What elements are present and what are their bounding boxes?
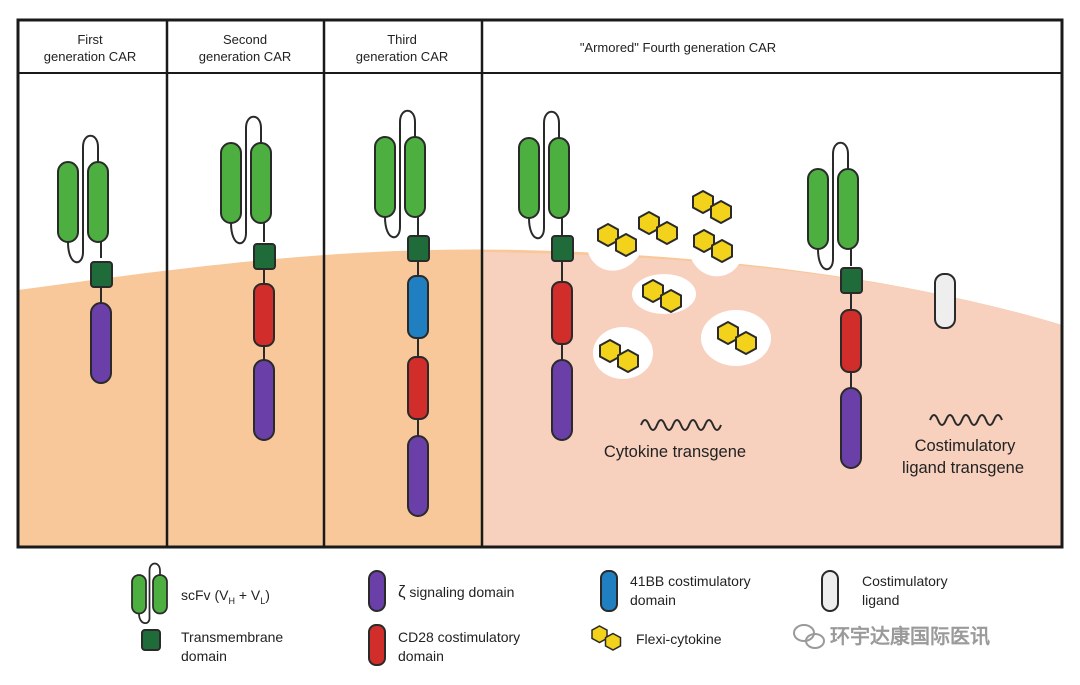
legend-zeta-label: ζ signaling domain: [398, 582, 514, 601]
legend-transmembrane: Transmembrane domain: [141, 629, 283, 664]
legend: scFv (VH + VL) Transmembrane domain ζ si…: [131, 562, 948, 666]
zeta-signaling-domain: [407, 435, 429, 517]
car-fourth-generation-cytokine: [518, 110, 574, 441]
legend-costimulatory-ligand: Costimulatory ligand: [821, 570, 948, 612]
costim-transgene-label-line1: Costimulatory: [915, 437, 1017, 455]
41bb-legend-icon: [600, 570, 618, 612]
flexi-cytokine-legend-icon: [592, 626, 621, 650]
legend-scfv: scFv (VH + VL): [131, 562, 270, 624]
cd28-legend-icon: [368, 624, 386, 666]
car-second-generation: [220, 115, 276, 441]
zeta-signaling-domain: [551, 359, 573, 441]
panel-frame: [16, 18, 1064, 549]
transmembrane-domain: [407, 235, 430, 262]
scfv-legend-icon: [131, 562, 168, 624]
watermark-text: 环宇达康国际医讯: [830, 624, 990, 648]
legend-transmembrane-line1: Transmembrane: [181, 629, 283, 645]
watermark: 环宇达康国际医讯: [793, 624, 990, 649]
transmembrane-legend-icon: [141, 629, 161, 651]
costim-transgene-label-line2: ligand transgene: [902, 459, 1024, 477]
wechat-icon: [793, 624, 825, 649]
legend-41bb-line2: domain: [630, 592, 676, 608]
legend-transmembrane-line2: domain: [181, 648, 227, 664]
panel-1-header-line1: First: [77, 32, 103, 47]
car-first-generation: [57, 134, 113, 384]
panel-1-header-line2: generation CAR: [44, 49, 137, 64]
legend-41bb-line1: 41BB costimulatory: [630, 573, 751, 589]
legend-costim-ligand-line2: ligand: [862, 592, 899, 608]
transmembrane-domain: [90, 261, 113, 288]
legend-scfv-label: scFv (VH + VL): [181, 587, 270, 606]
legend-flexi-label: Flexi-cytokine: [636, 631, 722, 647]
panel-3-header-line1: Third: [387, 32, 417, 47]
cytokine-transgene: Cytokine transgene: [604, 419, 746, 461]
transmembrane-domain: [840, 267, 863, 294]
cd28-costimulatory-domain: [840, 309, 862, 373]
legend-costim-ligand-line1: Costimulatory: [862, 573, 948, 589]
legend-cd28-line2: domain: [398, 648, 444, 664]
cd28-costimulatory-domain: [407, 356, 429, 420]
transmembrane-domain: [551, 235, 574, 262]
costimulatory-ligand-transgene: Costimulatory ligand transgene: [902, 414, 1024, 477]
cell-background: [18, 20, 1062, 547]
zeta-signaling-domain: [840, 387, 862, 469]
zeta-signaling-domain: [253, 359, 275, 441]
cd28-costimulatory-domain: [551, 281, 573, 345]
zeta-legend-icon: [368, 570, 386, 612]
costimulatory-ligand-legend-icon: [821, 570, 839, 612]
panel-4-header: "Armored" Fourth generation CAR: [580, 40, 776, 55]
legend-cd28-line1: CD28 costimulatory: [398, 629, 520, 645]
legend-cd28: CD28 costimulatory domain: [368, 624, 520, 666]
panel-3-header-line2: generation CAR: [356, 49, 449, 64]
panel-2-header-line1: Second: [223, 32, 267, 47]
legend-zeta: ζ signaling domain: [368, 570, 514, 612]
cytokine-transgene-label: Cytokine transgene: [604, 443, 746, 461]
car-fourth-generation-ligand: [807, 141, 863, 469]
transgene-wave-icon: [640, 419, 722, 431]
legend-flexi-cytokine: Flexi-cytokine: [592, 626, 722, 650]
panel-2-header-line2: generation CAR: [199, 49, 292, 64]
cd28-costimulatory-domain: [253, 283, 275, 347]
car-third-generation: [374, 109, 430, 517]
legend-41bb: 41BB costimulatory domain: [600, 570, 751, 612]
transmembrane-domain: [253, 243, 276, 270]
41bb-costimulatory-domain: [407, 275, 429, 339]
zeta-signaling-domain: [90, 302, 112, 384]
costimulatory-ligand: [934, 273, 956, 329]
transgene-wave-icon: [929, 414, 1003, 426]
